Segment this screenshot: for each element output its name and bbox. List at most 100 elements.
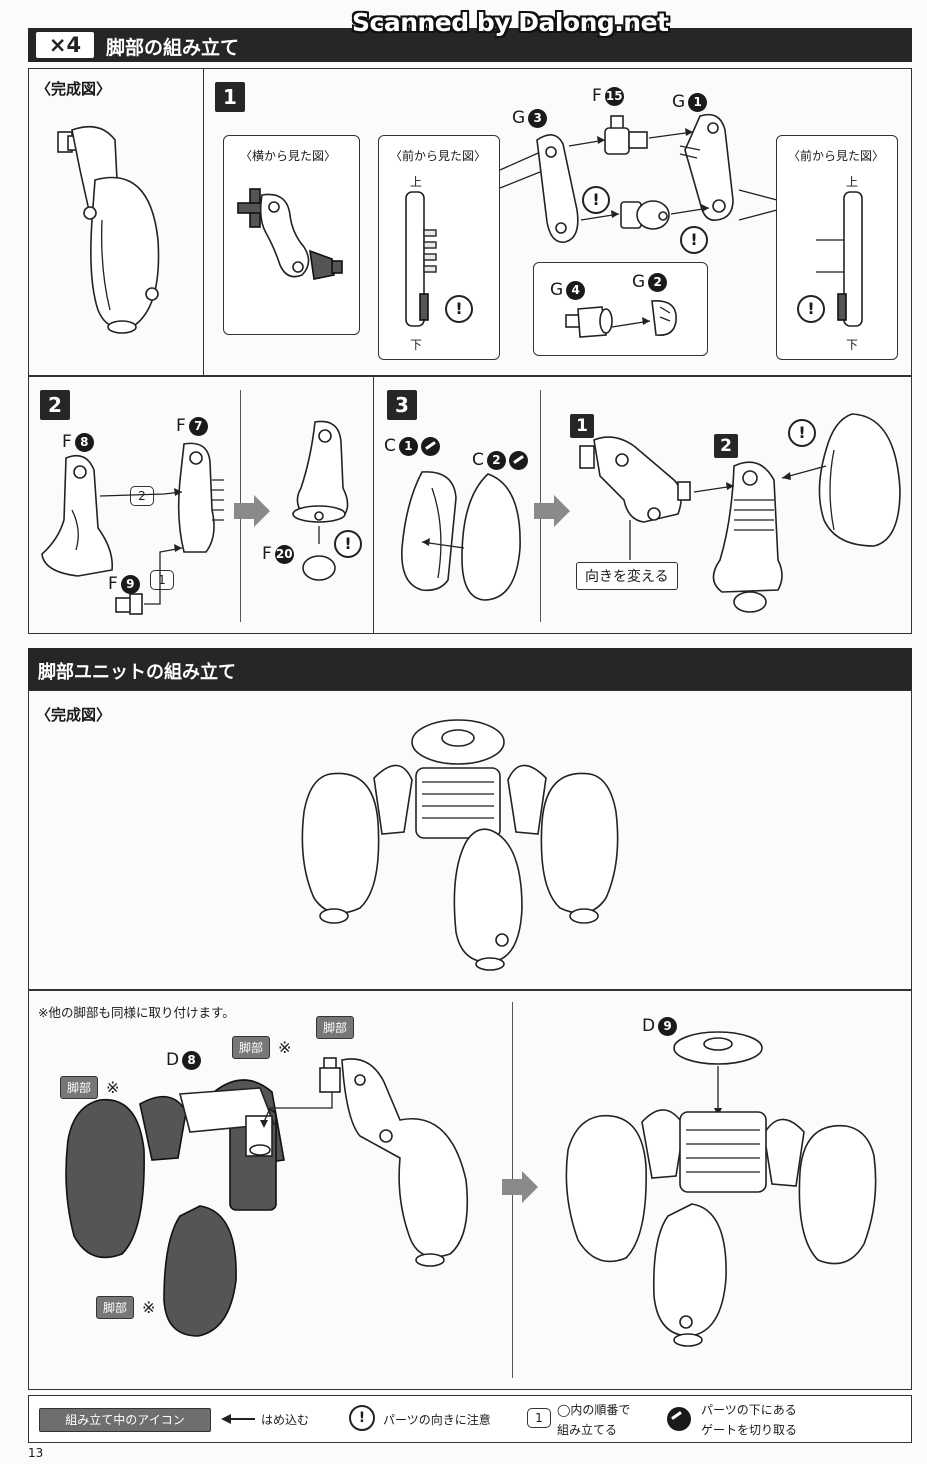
leg-tag-bottom-asterisk: ※ xyxy=(142,1298,156,1317)
leg-tag-left-asterisk: ※ xyxy=(106,1078,120,1097)
step3-result-arrow xyxy=(534,495,570,527)
part-g3-letter: G xyxy=(512,108,526,128)
part-f7-number: 7 xyxy=(188,416,208,436)
part-c1-number: 1 xyxy=(398,436,418,456)
part-g3-number: 3 xyxy=(528,108,548,128)
legend-gate-line1: パーツの下にある xyxy=(701,1403,797,1417)
step3-shell-parts-illustration xyxy=(401,471,521,601)
leg-tag-bottom: 脚部 xyxy=(96,1296,135,1319)
part-c1-label: C 1 xyxy=(384,436,440,456)
part-c2-label: C 2 xyxy=(472,450,528,470)
part-c2-letter: C xyxy=(472,450,484,470)
step3-panel xyxy=(373,376,912,634)
part-d8-label: D 8 xyxy=(166,1050,202,1070)
part-g4-number: 4 xyxy=(566,280,586,300)
side-view-illustration xyxy=(237,188,343,280)
part-f9-number: 9 xyxy=(120,574,140,594)
up-label-right: 上 xyxy=(846,175,859,189)
step2-result-arrow xyxy=(234,495,270,527)
step3-sub1-badge: 1 xyxy=(570,414,594,438)
completed-leg-illustration xyxy=(57,125,160,334)
warning-icon-step2: ! xyxy=(334,530,362,558)
order-2-step2: 2 xyxy=(130,486,154,506)
part-f7-letter: F xyxy=(176,416,186,436)
unit-assembly-illustration-right xyxy=(565,1031,877,1347)
part-d9-label: D 9 xyxy=(642,1016,678,1036)
part-c2-number: 2 xyxy=(486,450,506,470)
unit-section-title: 脚部ユニットの組み立て xyxy=(38,662,236,683)
part-d9-letter: D xyxy=(642,1016,656,1036)
part-f20-label: F 20 xyxy=(262,544,294,564)
callout-lines xyxy=(499,149,546,189)
front-view-illustration-left xyxy=(405,191,437,327)
step3-sub2-badge: 2 xyxy=(714,434,738,458)
leg-tag-left: 脚部 xyxy=(60,1076,99,1099)
legend-order-icon: 1 xyxy=(527,1408,551,1428)
callout-lines-right xyxy=(738,189,778,221)
legend-warning-icon: ! xyxy=(349,1405,375,1431)
page-title: 脚部の組み立て xyxy=(106,37,240,59)
legend-snap-in: はめ込む xyxy=(261,1413,310,1427)
leg-tag-new: 脚部 xyxy=(316,1016,355,1039)
part-g3-label: G 3 xyxy=(512,108,548,128)
part-f8-number: 8 xyxy=(74,432,94,452)
unit-assembly-illustration-left xyxy=(65,1057,469,1337)
part-g1-letter: G xyxy=(672,92,686,112)
part-f15-letter: F xyxy=(592,86,602,106)
part-f8-letter: F xyxy=(62,432,72,452)
legend-gate-line2: ゲートを切り取る xyxy=(701,1423,798,1437)
warning-icon-front-left: ! xyxy=(445,295,473,323)
page-number: 13 xyxy=(28,1446,44,1460)
front-view-box-left xyxy=(378,135,500,360)
gate-cut-icon-c1 xyxy=(420,436,440,456)
rotate-direction-label: 向きを変える xyxy=(576,562,678,590)
completed-label: 〈完成図〉 xyxy=(36,80,112,98)
leg-tag-top-asterisk: ※ xyxy=(278,1038,292,1057)
front-view-title-left: 〈前から見た図〉 xyxy=(390,149,487,163)
part-f15-number: 15 xyxy=(604,86,624,106)
part-g4-label: G 4 xyxy=(550,280,586,300)
part-f9-letter: F xyxy=(108,574,118,594)
part-f7-label: F 7 xyxy=(176,416,208,436)
legend-order-line1: ◯内の順番で xyxy=(557,1403,631,1417)
warning-icon-g1: ! xyxy=(680,226,708,254)
multiplier-badge: ×4 xyxy=(36,32,94,58)
step1-panel xyxy=(203,68,912,376)
warning-icon-step3: ! xyxy=(788,419,816,447)
part-f15-label: F 15 xyxy=(592,86,624,106)
unit-completed-panel xyxy=(28,690,912,990)
step2-parts-illustration xyxy=(41,442,224,615)
legend-order-line2: 組み立てる xyxy=(557,1423,618,1437)
step2-result-illustration xyxy=(292,420,349,581)
unit-note: ※他の脚部も同様に取り付けます。 xyxy=(38,1005,235,1020)
step2-badge: 2 xyxy=(40,390,70,420)
part-d9-number: 9 xyxy=(658,1016,678,1036)
down-label-right: 下 xyxy=(846,338,859,352)
scan-watermark: Scanned by Dalong.net xyxy=(352,8,669,37)
unit-completed-label: 〈完成図〉 xyxy=(36,706,112,724)
warning-icon-front-right: ! xyxy=(797,295,825,323)
part-f8-label: F 8 xyxy=(62,432,94,452)
snap-in-arrow-icon xyxy=(221,1414,255,1424)
unit-completed-illustration xyxy=(301,719,619,971)
step3-badge: 3 xyxy=(387,390,417,420)
part-f20-letter: F xyxy=(262,544,272,564)
part-g4-letter: G xyxy=(550,280,564,300)
step1-parts-illustration xyxy=(536,113,734,243)
unit-section-bar: 脚部ユニットの組み立て xyxy=(28,648,912,690)
legend-gate-icon xyxy=(667,1407,691,1431)
part-g2-label: G 2 xyxy=(632,272,668,292)
unit-assembly-panel xyxy=(28,990,912,1390)
part-f20-number: 20 xyxy=(274,544,294,564)
part-c1-letter: C xyxy=(384,436,396,456)
step1-badge: 1 xyxy=(215,82,245,112)
side-view-title: 〈横から見た図〉 xyxy=(240,149,337,163)
step3-assembly-illustration xyxy=(579,413,901,613)
part-f9-label: F 9 xyxy=(108,574,140,594)
down-label-left: 下 xyxy=(410,338,423,352)
leg-tag-top: 脚部 xyxy=(232,1036,271,1059)
gate-cut-icon-c2 xyxy=(508,450,528,470)
part-d8-number: 8 xyxy=(182,1050,202,1070)
part-g2-letter: G xyxy=(632,272,646,292)
part-g1-number: 1 xyxy=(688,92,708,112)
